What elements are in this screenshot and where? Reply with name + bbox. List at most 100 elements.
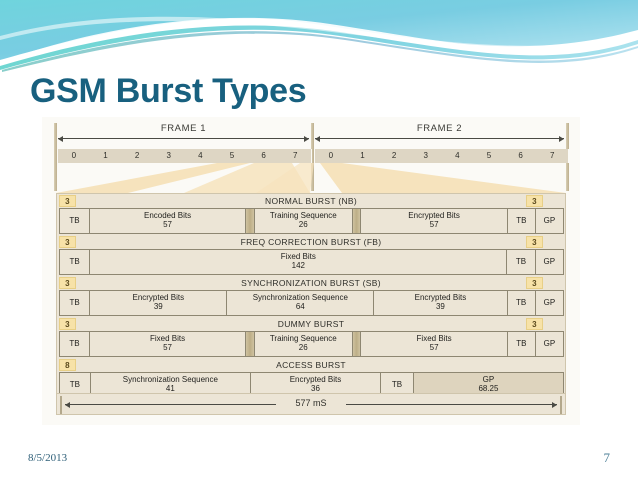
burst-field-name: Fixed Bits xyxy=(150,334,186,344)
burst-field-name: GP xyxy=(543,215,556,225)
burst-field: TB xyxy=(59,249,91,275)
tail-bits-badge-left: 3 xyxy=(59,195,76,207)
burst-field-bitcount: 68.25 xyxy=(478,384,499,393)
tail-bits-badge-left: 3 xyxy=(59,236,76,248)
tail-bits-badge-right: 3 xyxy=(526,277,543,289)
timeslot-cell: 3 xyxy=(152,149,186,163)
burst-field: TB xyxy=(506,331,536,357)
timeslot-cell: 7 xyxy=(536,149,569,163)
burst-field-name: TB xyxy=(69,297,80,307)
burst-field: GP xyxy=(534,208,564,234)
tail-bits-badge-left: 8 xyxy=(59,359,76,371)
burst-field-bitcount: 57 xyxy=(163,220,173,229)
burst-field-bitcount: 64 xyxy=(295,302,305,311)
burst-field-name: TB xyxy=(516,338,527,348)
frame-1-marker: FRAME 1 xyxy=(56,123,311,147)
timeslot-cell: 1 xyxy=(89,149,123,163)
timeslot-cell: 6 xyxy=(504,149,538,163)
burst-field-name: Encrypted Bits xyxy=(414,293,467,303)
burst-type-label: NORMAL BURST (NB) xyxy=(265,196,357,206)
burst-field-name: Fixed Bits xyxy=(280,252,316,262)
burst-field-name: TB xyxy=(69,338,80,348)
burst-field-bitcount: 142 xyxy=(291,261,305,270)
page-title: GSM Burst Types xyxy=(30,72,307,110)
burst-expansion-fans xyxy=(42,163,580,193)
timeslot-cell: 6 xyxy=(247,149,281,163)
burst-field-name: TB xyxy=(391,379,403,389)
burst-field-name: Fixed Bits xyxy=(416,334,452,344)
burst-field: TB xyxy=(59,290,91,316)
timeslot-cell: 5 xyxy=(473,149,506,163)
burst-field-name: GP xyxy=(543,338,556,348)
timeslot-cell: 2 xyxy=(378,149,411,163)
burst-field: TB xyxy=(59,331,91,357)
timeslot-cell: 7 xyxy=(279,149,312,163)
burst-field-name: Encrypted Bits xyxy=(408,211,460,221)
burst-field-bitcount: 36 xyxy=(311,384,320,393)
burst-field-bitcount: 39 xyxy=(153,302,163,311)
burst-title-bar: 8 ACCESS BURST xyxy=(57,358,565,372)
duration-end-left xyxy=(60,396,62,414)
frame-1-label: FRAME 1 xyxy=(160,123,207,134)
burst-field-name: TB xyxy=(515,256,527,266)
timeslot-cell: 5 xyxy=(216,149,249,163)
burst-field-name: TB xyxy=(69,215,80,225)
frames-header-row: FRAME 1 FRAME 2 xyxy=(56,123,566,147)
timeslot-cell: 0 xyxy=(58,149,91,163)
burst-duration-bar: 577 mS xyxy=(56,393,566,415)
frame-divider-middle xyxy=(311,123,314,191)
burst-field-name: TB xyxy=(69,379,81,389)
burst-field: GP xyxy=(534,290,565,316)
burst-field-name: Training Sequence xyxy=(269,211,337,221)
frame-2-marker: FRAME 2 xyxy=(313,123,566,147)
burst-field-name: Encoded Bits xyxy=(143,211,192,221)
burst-field-bitcount: 57 xyxy=(429,343,439,352)
burst-field-name: GP xyxy=(482,375,495,385)
timeslot-cell: 0 xyxy=(315,149,348,163)
burst-type-label: SYNCHRONIZATION BURST (SB) xyxy=(241,278,381,288)
timeslot-cell: 1 xyxy=(346,149,380,163)
burst-title-bar: 3 FREQ CORRECTION BURST (FB) 3 xyxy=(57,235,565,249)
burst-field-name: Encrypted Bits xyxy=(132,293,185,303)
timeslot-cell: 3 xyxy=(409,149,443,163)
burst-type-label: FREQ CORRECTION BURST (FB) xyxy=(240,237,382,247)
burst-field-name: Encrypted Bits xyxy=(289,375,342,385)
frame-2-span-arrow xyxy=(315,135,564,142)
burst-field: GP xyxy=(534,331,564,357)
burst-field-bitcount: 26 xyxy=(298,343,308,352)
frame-1-span-arrow xyxy=(58,135,309,142)
burst-field-bitcount: 41 xyxy=(165,384,175,393)
burst-field: TB xyxy=(506,249,536,275)
burst-field-bitcount: 39 xyxy=(435,302,445,311)
tail-bits-badge-right: 3 xyxy=(526,318,543,330)
burst-type-label: ACCESS BURST xyxy=(276,360,346,370)
burst-field-bitcount: 57 xyxy=(163,343,173,352)
burst-field: TB xyxy=(506,290,536,316)
burst-field: TB xyxy=(506,208,536,234)
timeslot-cell: 2 xyxy=(121,149,154,163)
burst-field-name: Training Sequence xyxy=(269,334,337,344)
burst-field-name: GP xyxy=(543,297,556,307)
burst-field-name: TB xyxy=(516,297,527,307)
timeslot-cell: 4 xyxy=(184,149,218,163)
burst-type-label: DUMMY BURST xyxy=(277,319,345,329)
tail-bits-badge-right: 3 xyxy=(526,236,543,248)
